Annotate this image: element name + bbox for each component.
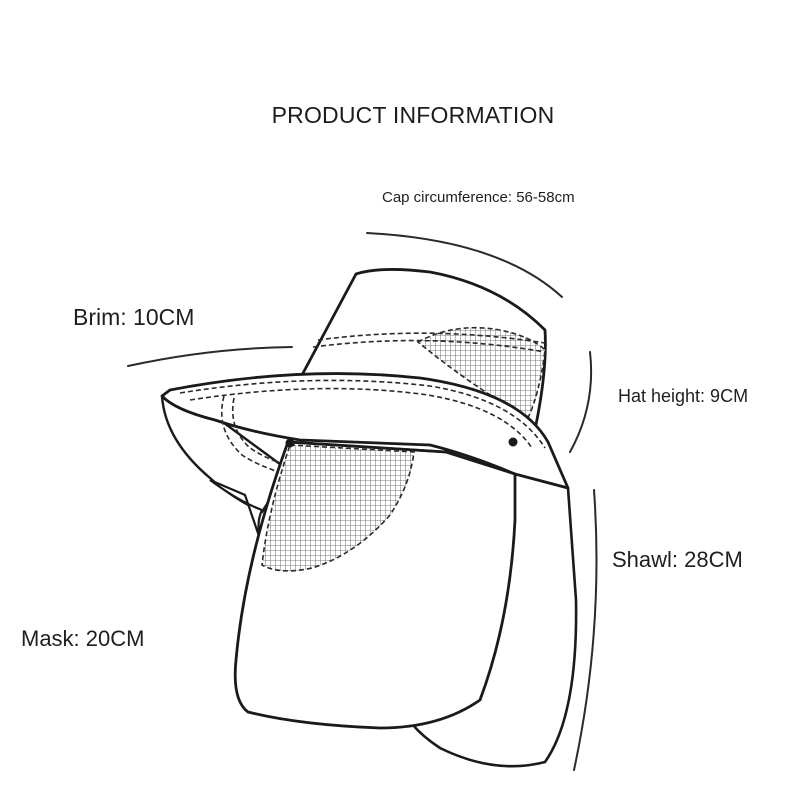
brim-stitch-2 [189, 387, 533, 449]
shawl-label: Shawl: 28CM [612, 547, 743, 572]
brim-label: Brim: 10CM [73, 304, 195, 330]
right-snap [508, 437, 518, 447]
crown-mesh [416, 326, 546, 420]
mask-top-edge [287, 440, 447, 454]
left-snap [285, 438, 295, 448]
crown-band-stitch [317, 332, 546, 344]
hat-height-guide [569, 351, 593, 453]
hat-height-label: Hat height: 9CM [618, 386, 749, 406]
mask-mesh [261, 444, 415, 572]
cap-circumference-guide [366, 232, 563, 298]
mask-label: Mask: 20CM [21, 626, 145, 651]
cap-circumference-label: Cap circumference: 56-58cm [382, 189, 575, 206]
brim-guide [127, 346, 293, 367]
brim-stitch [179, 379, 546, 449]
crown-band-stitch-2 [312, 339, 546, 353]
shawl-guide [573, 489, 598, 771]
under-brim-stitch-2 [231, 397, 291, 467]
page-title: PRODUCT INFORMATION [271, 102, 555, 128]
under-brim-stitch [220, 395, 291, 476]
